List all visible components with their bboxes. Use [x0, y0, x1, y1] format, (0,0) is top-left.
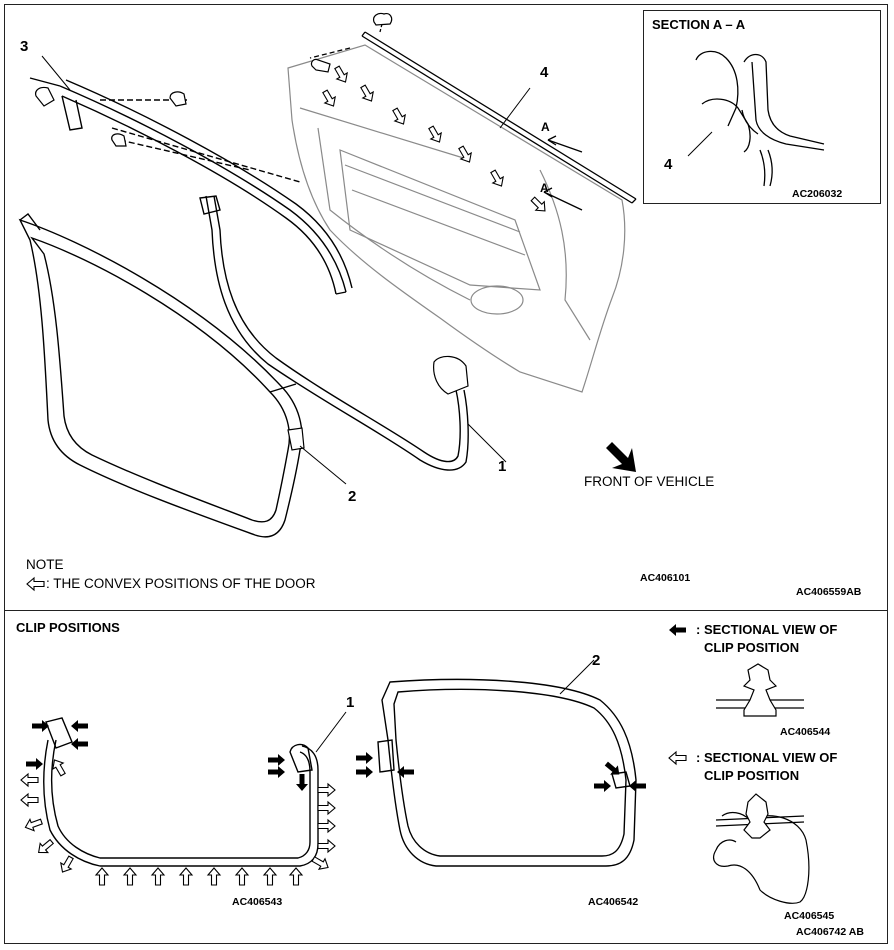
section-title: SECTION A – A [652, 17, 746, 32]
section-a-a-box [643, 10, 881, 204]
clip-seal-1 [43, 717, 319, 867]
section-a-a-drawing [695, 50, 825, 187]
screw-icon [310, 58, 331, 73]
legend-white-line2: CLIP POSITION [704, 768, 800, 783]
section-leader [687, 131, 713, 157]
code-page-top: AC406559AB [796, 586, 862, 598]
code-left: AC406543 [232, 896, 283, 908]
clip-icon [287, 427, 305, 451]
clip-sectional-view-2 [713, 793, 810, 904]
weatherstrip-4 [309, 23, 637, 211]
front-direction-arrow [606, 442, 636, 472]
code-page-bottom: AC406742 AB [796, 926, 864, 938]
section-code: AC206032 [792, 188, 843, 200]
front-of-vehicle-label: FRONT OF VEHICLE [584, 474, 715, 489]
clip-arrows-seal-1 [26, 720, 308, 791]
callout-3: 3 [20, 38, 29, 55]
clip-icon [433, 355, 469, 395]
legend-white-arrow [668, 751, 687, 765]
callout-2: 2 [348, 488, 357, 505]
legend-white-code: AC406545 [784, 910, 835, 922]
section-mark-a-upper: A [541, 120, 550, 134]
callout-4: 4 [540, 64, 549, 81]
clip-sectional-view-1 [716, 663, 804, 717]
code-main: AC406101 [640, 572, 691, 584]
clip-arrows-seal-2 [356, 752, 646, 792]
legend-black-code: AC406544 [780, 726, 831, 738]
legend-black-arrow [669, 624, 686, 636]
note-white-arrow [26, 577, 45, 591]
section-callout-4: 4 [664, 156, 673, 173]
legend-black-line2: CLIP POSITION [704, 640, 800, 655]
legend-black-line1: : SECTIONAL VIEW OF [696, 622, 838, 637]
note-title: NOTE [26, 557, 64, 572]
clip-callout-2: 2 [592, 652, 601, 669]
clip-icon [35, 86, 55, 107]
legend-white-line1: : SECTIONAL VIEW OF [696, 750, 838, 765]
clip-callout-1: 1 [346, 694, 355, 711]
note-text: : THE CONVEX POSITIONS OF THE DOOR [46, 576, 316, 591]
panel-divider [4, 610, 888, 611]
screw-icon [169, 91, 187, 107]
clip-seal-2 [377, 678, 637, 867]
callout-1: 1 [498, 458, 507, 475]
opening-trim-1 [199, 195, 469, 471]
clip-icon [373, 12, 393, 26]
belt-moulding-3 [29, 77, 353, 295]
code-mid: AC406542 [588, 896, 639, 908]
section-mark-a-lower: A [540, 181, 549, 195]
screw-icon [111, 133, 127, 147]
door-weatherstrip-2 [18, 213, 303, 538]
door-panel-outline [287, 44, 626, 393]
page-frame [4, 4, 888, 944]
clip-positions-title: CLIP POSITIONS [16, 620, 120, 635]
